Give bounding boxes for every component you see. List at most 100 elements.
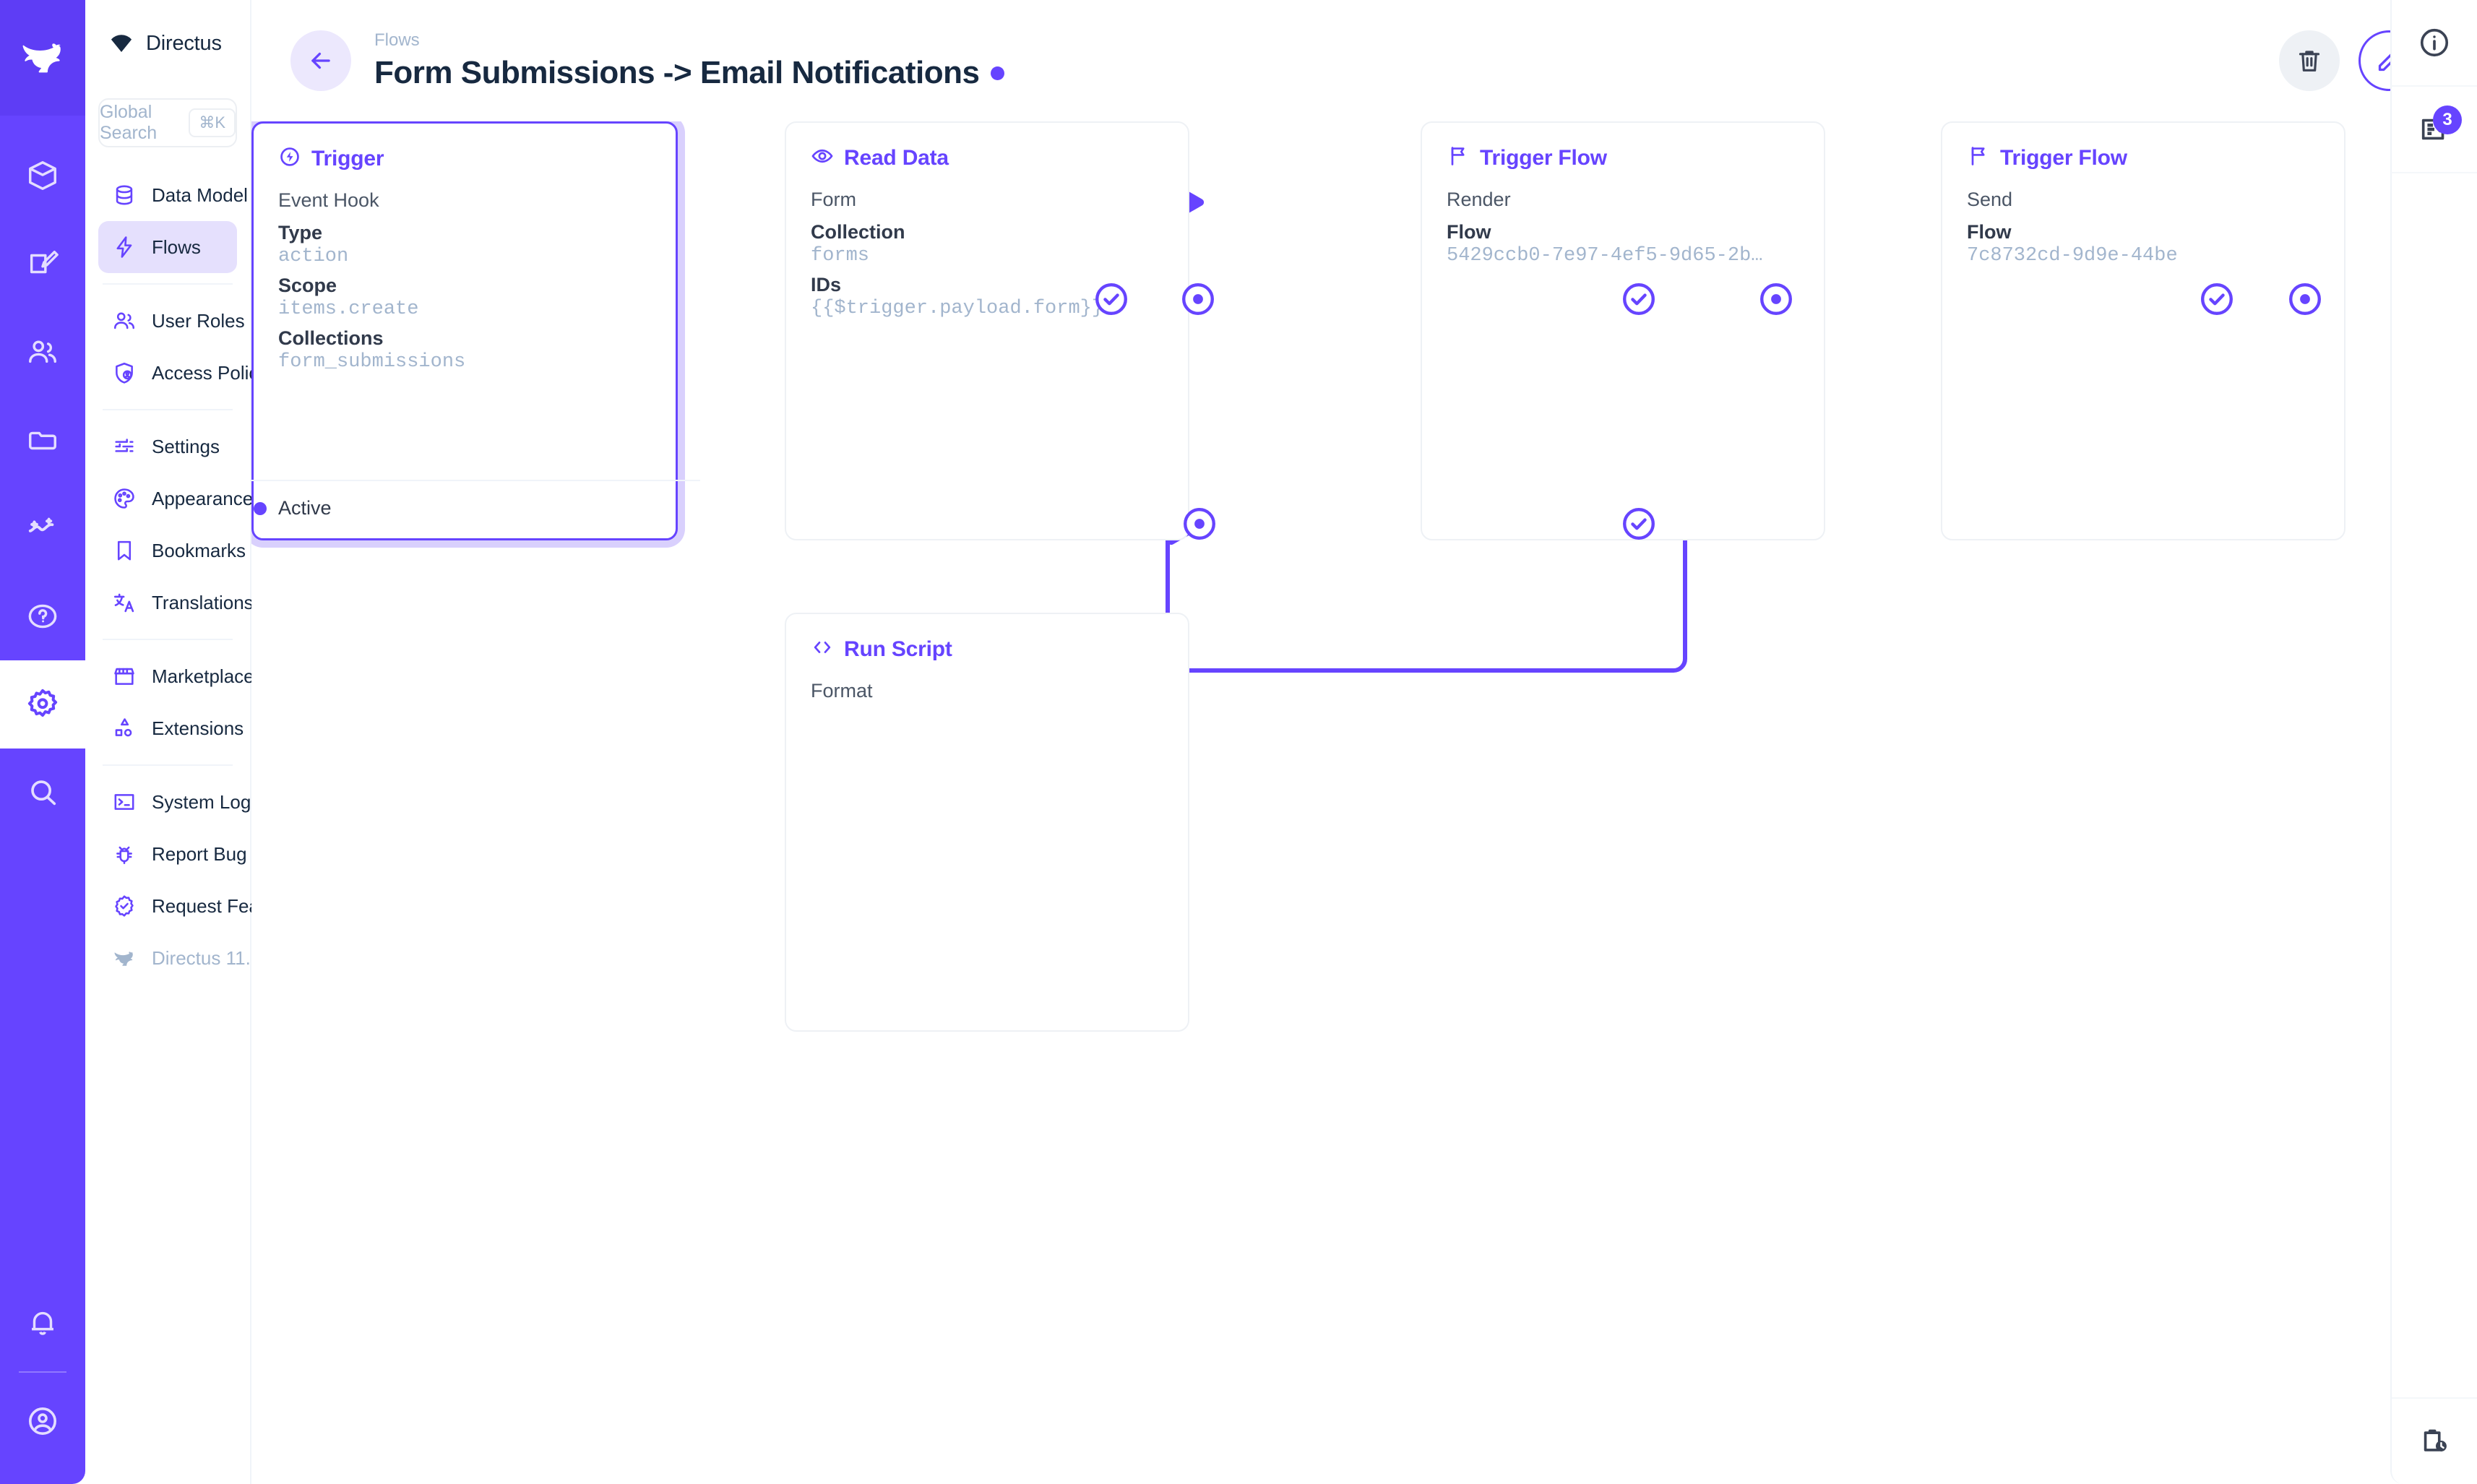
bell-icon [32,1311,53,1335]
node-header: Read Data [811,144,1163,171]
translate-icon [111,590,137,616]
node-field-key: Scope [278,275,337,296]
sidebar-item-extensions[interactable]: Extensions [98,702,244,754]
port-resolve-run-script[interactable] [1621,506,1657,542]
sidebar-item-system-logs[interactable]: System Logs [98,776,260,828]
sidebar-item-settings[interactable]: Settings [98,420,237,473]
node-status: Active [251,480,700,519]
insights-icon [28,517,54,532]
sidebar-item-directus-11-7-2[interactable]: Directus 11.7.2 [98,932,277,984]
node-header: Trigger Flow [1447,144,1799,171]
sidebar-item-label: Settings [152,435,220,457]
badge-check-icon [111,893,137,919]
title-block: Flows Form Submissions -> Email Notifica… [374,30,1005,92]
palette-icon [111,486,137,512]
rail-item-search-module[interactable] [0,749,85,837]
sidebar-item-translations[interactable]: Translations [98,577,254,629]
port-resolve-trigger[interactable] [1093,281,1129,317]
back-button[interactable] [290,30,351,91]
port-in-trigger-flow-send[interactable] [2287,281,2323,317]
node-type-label: Trigger Flow [2000,145,2127,170]
rail-item-docs-module[interactable] [0,572,85,660]
module-rail [0,0,85,1484]
store-icon [111,663,137,689]
sidebar-item-report-bug[interactable]: Report Bug [98,828,247,880]
node-field-value: {{$trigger.payload.form}} [811,298,1104,319]
port-in-trigger-flow-render[interactable] [1758,281,1794,317]
node-field-value: forms [811,245,870,267]
port-resolve-read-data[interactable] [1621,281,1657,317]
gear-icon [27,689,58,717]
sidebar-item-flows[interactable]: Flows [98,221,237,273]
node-type-label: Run Script [844,637,952,661]
search-input[interactable]: Global Search ⌘K [98,98,237,147]
rail-item-insights-module[interactable] [0,484,85,572]
rail-divider [19,1371,66,1373]
rail-item-account[interactable] [0,1377,85,1465]
flow-logs-badge: 3 [2433,105,2462,134]
sidebar-item-access-policies[interactable]: Access Policies [98,347,283,399]
sidebar-item-appearance[interactable]: Appearance [98,473,253,525]
brand-name: Directus [146,31,222,55]
trash-icon [2299,51,2320,72]
edit-square-icon [30,250,59,274]
activity-log-button[interactable] [2392,1397,2477,1484]
sidebar-item-request-feature[interactable]: Request Feature [98,880,292,932]
rail-item-editor-module[interactable] [0,220,85,308]
rail-item-settings-module[interactable] [0,660,85,749]
sidebar-item-marketplace[interactable]: MarketplaceBeta [98,650,322,702]
breadcrumb[interactable]: Flows [374,30,420,50]
node-name: Event Hook [278,189,379,211]
right-sidebar: 3 [2390,0,2477,1484]
node-field-key: Collection [811,221,905,243]
rail-item-content-module[interactable] [0,131,85,220]
node-field-value: form_submissions [278,351,466,373]
directus-logo-rail[interactable] [0,0,85,116]
sidebar-item-label: Appearance [152,487,254,509]
port-in-run-script[interactable] [1181,506,1218,542]
rail-item-files-module[interactable] [0,396,85,484]
sidebar-item-bookmarks[interactable]: Bookmarks [98,525,246,577]
port-resolve-trigger-flow-render[interactable] [2199,281,2235,317]
nav-divider [103,409,233,410]
node-field-key: Flow [1447,221,1491,243]
port-in-read-data[interactable] [1180,281,1216,317]
node-status-label: Active [278,497,332,519]
delete-flow-button[interactable] [2279,30,2340,91]
sidebar-item-user-roles[interactable]: User Roles [98,295,245,347]
main-area: Flows Form Submissions -> Email Notifica… [251,0,2477,1484]
help-circle-icon [28,604,57,629]
port-dot-icon [1184,508,1215,540]
directus-rabbit-icon [22,43,61,73]
database-icon [111,182,137,208]
sidebar-item-label: Extensions [152,717,244,739]
rail-item-users-module[interactable] [0,308,85,396]
rail-item-notifications[interactable] [0,1279,85,1367]
port-check-icon [1095,283,1127,315]
node-header: Trigger [278,145,651,172]
lightning-icon [111,234,137,260]
eye-icon [811,144,834,171]
nav-divider [103,764,233,766]
flow-logs-button[interactable]: 3 [2391,87,2477,173]
flow-header: Flows Form Submissions -> Email Notifica… [251,0,2477,121]
port-dot-icon [1182,283,1214,315]
flag-icon [1447,144,1470,171]
sliders-icon [111,433,137,460]
cube-icon [29,161,56,190]
status-badge [991,66,1005,80]
directus-rabbit-icon [111,945,137,971]
node-header: Trigger Flow [1967,144,2319,171]
info-sidebar-button[interactable] [2391,0,2477,87]
users-icon [111,308,137,334]
terminal-icon [111,789,137,815]
sidebar-item-data-model[interactable]: Data Model [98,169,248,221]
bookmark-icon [111,538,137,564]
